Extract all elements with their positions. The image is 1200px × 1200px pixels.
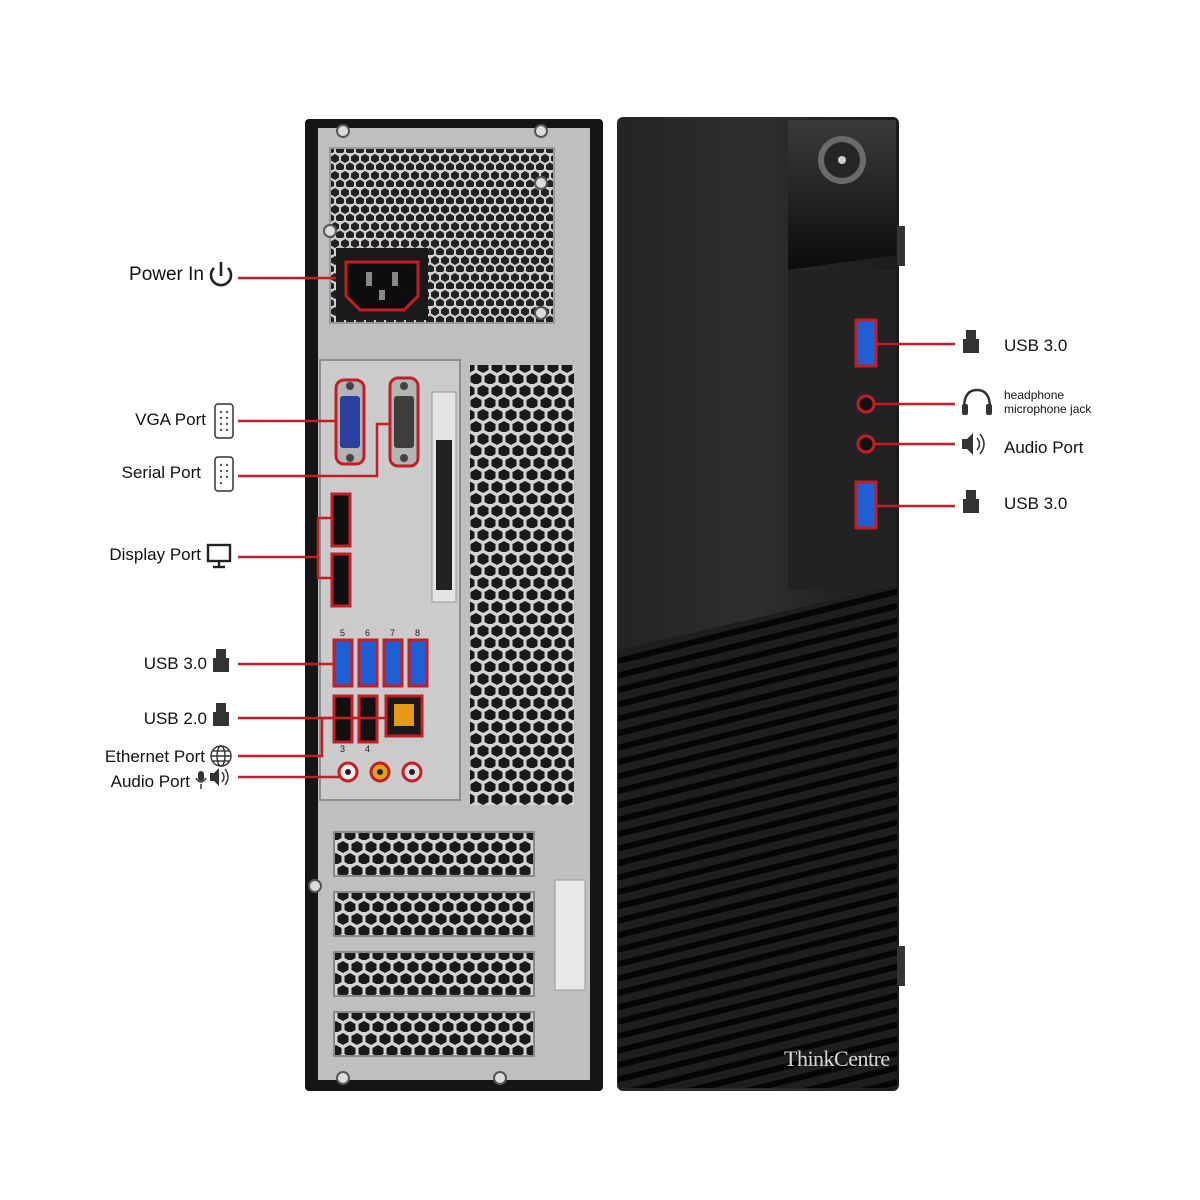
- front-chassis: [617, 117, 905, 1091]
- ethernet-port: [384, 694, 424, 738]
- label-power-in: Power In: [129, 264, 204, 285]
- microphone-icon: [195, 771, 207, 789]
- usb-number: 6: [365, 628, 370, 638]
- front-usb3-bottom: [854, 480, 878, 530]
- label-serial-port: Serial Port: [121, 463, 201, 482]
- serial-icon: [214, 456, 234, 492]
- case-vent: [470, 365, 574, 805]
- label-headphone: headphone: [1004, 388, 1065, 402]
- usb2-port-numbers: 3 4: [340, 744, 370, 754]
- label-usb3-rear: USB 3.0: [143, 654, 207, 673]
- power-icon: [209, 262, 233, 287]
- front-usb3-top: [854, 318, 878, 368]
- power-button: [818, 136, 866, 184]
- usb-number: 7: [390, 628, 395, 638]
- vga-icon: [214, 403, 234, 439]
- rear-audio-jacks: [337, 761, 423, 783]
- usb-port-numbers: 5 6 7 8: [340, 628, 420, 638]
- headphone-icon: [962, 388, 992, 415]
- usb-number: 4: [365, 744, 370, 754]
- label-usb3-front-bottom: USB 3.0: [1004, 494, 1068, 513]
- usb-number: 5: [340, 628, 345, 638]
- label-usb3-front-top: USB 3.0: [1004, 336, 1068, 355]
- label-ethernet-port: Ethernet Port: [104, 747, 205, 766]
- label-vga-port: VGA Port: [135, 410, 206, 429]
- speaker-icon: [962, 433, 985, 455]
- monitor-icon: [206, 543, 232, 569]
- callout-lines: [238, 276, 955, 779]
- usb-icon: [963, 490, 979, 513]
- front-headphone-jack: [856, 394, 876, 414]
- label-audio-port-front: Audio Port: [1004, 438, 1084, 457]
- label-microphone-jack: microphone jack: [1004, 402, 1092, 416]
- usb-icon: [963, 330, 979, 353]
- power-socket: [336, 248, 428, 320]
- serial-port: [388, 376, 420, 468]
- label-usb2-rear: USB 2.0: [143, 709, 207, 728]
- label-display-port: Display Port: [109, 545, 201, 564]
- screws: [308, 124, 548, 1085]
- usb-number: 3: [340, 744, 345, 754]
- display-ports: [330, 492, 352, 608]
- front-audio-jack: [856, 434, 876, 454]
- usb-icon: [213, 703, 229, 726]
- expansion-slots: [333, 831, 586, 1057]
- usb-icon: [213, 649, 229, 672]
- rear-usb3-ports: [332, 638, 429, 688]
- label-audio-port-rear: Audio Port: [110, 772, 190, 791]
- globe-icon: [210, 745, 232, 767]
- usb-number: 8: [415, 628, 420, 638]
- vga-port: [334, 378, 366, 466]
- speaker-icon: [210, 768, 229, 786]
- brand-logo: ThinkCentre: [784, 1046, 890, 1071]
